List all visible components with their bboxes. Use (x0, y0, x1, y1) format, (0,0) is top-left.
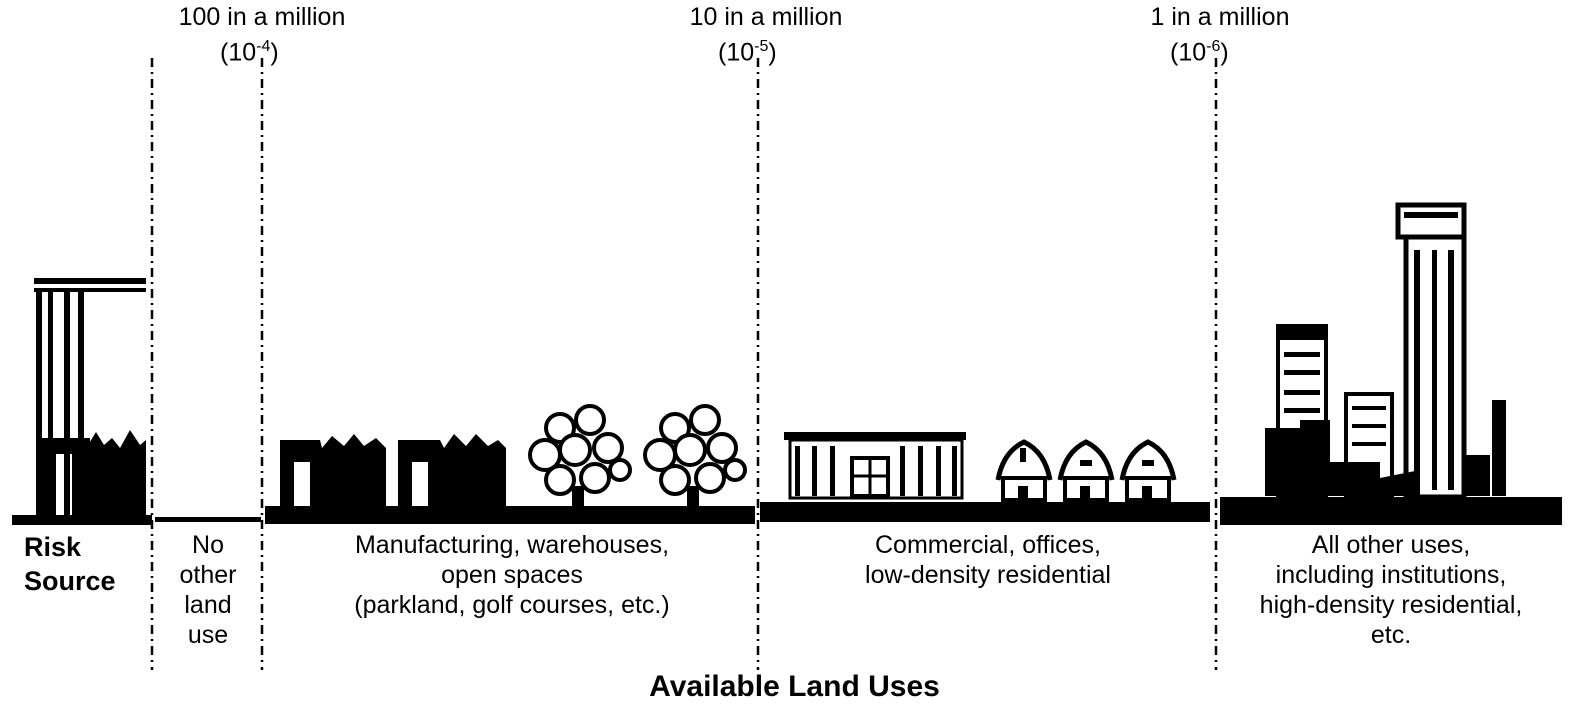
office-building-icon (784, 432, 966, 500)
threshold-label-1e-4: 100 in a million (10-4) (152, 2, 372, 67)
threshold-text: 1 in a million (1150, 3, 1290, 31)
house-icon (1057, 439, 1115, 502)
diagram-title: Available Land Uses (649, 670, 940, 703)
skyscraper-icon (1265, 202, 1506, 500)
zone-label-high-density: All other uses, including institutions, … (1259, 531, 1523, 649)
threshold-text: 10 in a million (689, 3, 843, 31)
house-icon (1119, 439, 1177, 502)
ground-risk-source (12, 515, 152, 525)
house-icon (995, 439, 1053, 502)
refinery-icon (34, 278, 146, 517)
ground-buffer (155, 517, 261, 522)
tree-icon (528, 404, 632, 510)
ground-commercial (760, 502, 1210, 522)
factory-icon (280, 434, 386, 508)
zone-label-no-other-use: No other land use (179, 531, 237, 649)
ground-high-density (1220, 497, 1562, 525)
threshold-text: 100 in a million (178, 3, 346, 31)
threshold-label-1e-6: 1 in a million (10-6) (1110, 2, 1330, 67)
zone-label-commercial: Commercial, offices, low-density residen… (865, 531, 1111, 589)
zone-label-industrial: Manufacturing, warehouses, open spaces (… (354, 531, 670, 619)
ground-industrial (265, 506, 755, 524)
risk-boundaries (150, 58, 1218, 670)
threshold-label-1e-5: 10 in a million (10-5) (646, 2, 886, 67)
tree-icon (643, 404, 747, 510)
risk-source-label: Risk Source (24, 532, 116, 596)
factory-icon (398, 434, 506, 508)
